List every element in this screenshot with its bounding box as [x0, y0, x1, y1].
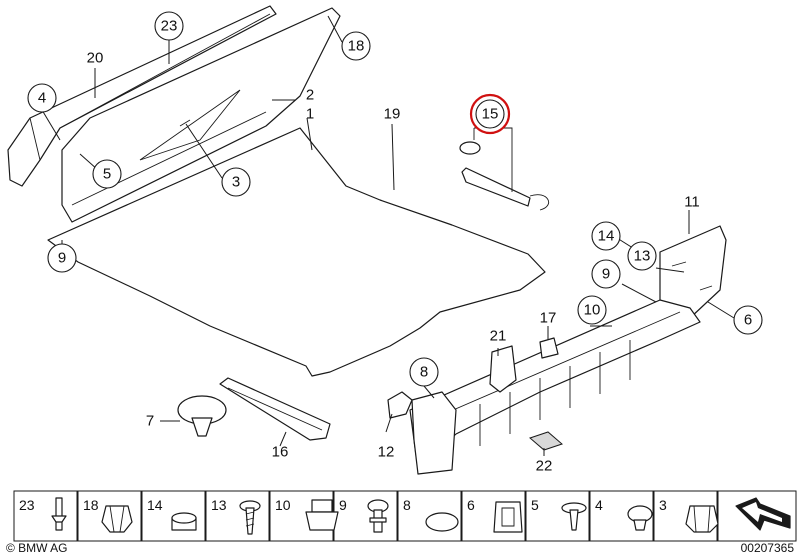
callout-8: 8	[409, 357, 439, 387]
view-direction-arrow-icon	[735, 497, 791, 531]
callout-5-text: 5	[103, 166, 111, 183]
part-12-clip	[387, 391, 413, 419]
callout-16: 16	[272, 444, 289, 461]
callout-15: 15	[469, 93, 511, 135]
legend-box-13	[205, 490, 270, 542]
legend-label-3: 3	[659, 497, 667, 513]
callout-6: 6	[733, 305, 763, 335]
callout-22-text: 22	[536, 458, 553, 475]
part-16-strip	[219, 377, 331, 441]
legend-label-23: 23	[19, 497, 35, 513]
legend-label-6: 6	[467, 497, 475, 513]
callout-17: 17	[540, 310, 557, 327]
plug-cap-icon	[171, 512, 197, 531]
legend-label-10: 10	[275, 497, 291, 513]
part-7-fastener	[177, 395, 227, 437]
part-21-bracket	[489, 345, 517, 393]
callout-10: 10	[577, 295, 607, 325]
callout-9-left-text: 9	[58, 250, 66, 267]
expansion-clip-icon	[101, 505, 133, 533]
part-22-pad	[529, 431, 563, 451]
callout-1-text: 1	[306, 106, 314, 123]
callout-10-text: 10	[584, 302, 601, 319]
callout-15-text: 15	[482, 106, 499, 123]
legend-label-5: 5	[531, 497, 539, 513]
grommet-icon	[305, 499, 339, 531]
button-clip-icon	[627, 505, 653, 531]
part-17-clip	[539, 337, 559, 359]
legend-label-9: 9	[339, 497, 347, 513]
diagram-number: 00207365	[741, 541, 795, 555]
legend-label-13: 13	[211, 497, 227, 513]
callout-3: 3	[221, 167, 251, 197]
fir-tree-clip-icon	[561, 502, 587, 531]
callout-13-text: 13	[634, 248, 651, 265]
callout-12-text: 12	[378, 444, 395, 461]
callout-18: 18	[341, 31, 371, 61]
callout-8-text: 8	[420, 364, 428, 381]
callout-20: 20	[87, 50, 104, 67]
callout-20-text: 20	[87, 50, 104, 67]
part-rear-shelf-trim-strip	[7, 5, 277, 187]
callout-9-left: 9	[47, 243, 77, 273]
callout-19-text: 19	[384, 106, 401, 123]
callout-14-text: 14	[598, 228, 615, 245]
legend-strip: 23 18 14 13 10 9 8 6 5 4 3	[13, 490, 797, 542]
callout-1: 1	[306, 106, 314, 123]
legend-label-18: 18	[83, 497, 99, 513]
callout-6-text: 6	[744, 312, 752, 329]
part-8-side-bracket	[411, 391, 457, 475]
spreader-nut-icon	[685, 505, 719, 533]
callout-14: 14	[591, 221, 621, 251]
callout-21-text: 21	[490, 328, 507, 345]
callout-5: 5	[92, 159, 122, 189]
screw-icon	[239, 500, 261, 535]
callout-21: 21	[490, 328, 507, 345]
callout-9-right-text: 9	[602, 266, 610, 283]
callout-11-text: 11	[684, 194, 700, 211]
callout-23: 23	[154, 11, 184, 41]
callout-18-text: 18	[348, 38, 365, 55]
part-trunk-floor-carpet	[47, 119, 546, 377]
legend-label-8: 8	[403, 497, 411, 513]
legend-box-5	[525, 490, 590, 542]
callout-19: 19	[384, 106, 401, 123]
callout-22: 22	[536, 458, 553, 475]
legend-box-9	[333, 490, 398, 542]
callout-3-text: 3	[232, 174, 240, 191]
callout-13: 13	[627, 241, 657, 271]
pin-icon	[51, 497, 67, 531]
part-parcel-shelf	[61, 7, 341, 223]
callout-7: 7	[146, 413, 154, 430]
callout-11: 11	[684, 194, 700, 211]
legend-label-14: 14	[147, 497, 163, 513]
callout-17-text: 17	[540, 310, 557, 327]
callout-2: 2	[306, 87, 314, 104]
callout-7-text: 7	[146, 413, 154, 430]
callout-16-text: 16	[272, 444, 289, 461]
socket-clip-icon	[493, 501, 523, 533]
callout-9-right: 9	[591, 259, 621, 289]
part-15-strap	[459, 127, 550, 211]
callout-23-text: 23	[161, 18, 178, 35]
cover-cap-icon	[425, 512, 459, 532]
copyright-text: © BMW AG	[6, 541, 68, 555]
callout-2-text: 2	[306, 87, 314, 104]
legend-label-4: 4	[595, 497, 603, 513]
callout-4-text: 4	[38, 90, 46, 107]
push-rivet-icon	[367, 499, 389, 533]
callout-12: 12	[378, 444, 395, 461]
callout-4: 4	[27, 83, 57, 113]
